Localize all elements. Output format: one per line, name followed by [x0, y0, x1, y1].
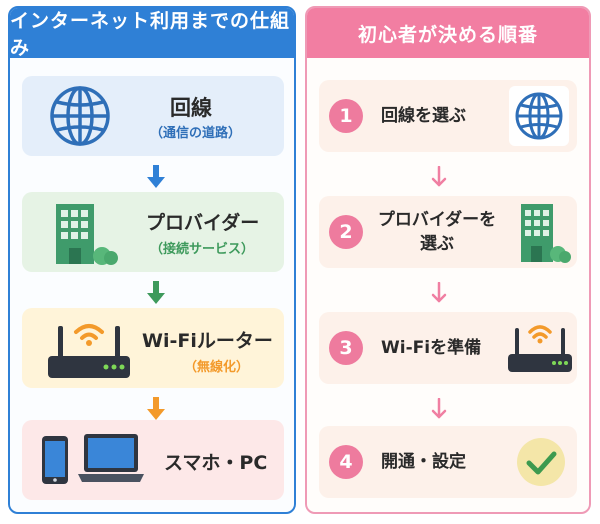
router-icon	[48, 324, 130, 378]
globe-icon	[515, 92, 563, 140]
arrow-down-icon	[431, 398, 447, 419]
internet-mechanism-panel: インターネット利用までの仕組み 回線 （通信の道路）	[8, 6, 296, 514]
card-devices: スマホ・PC	[22, 420, 284, 500]
card-provider: プロバイダー （接続サービス）	[22, 192, 284, 272]
building-icon	[56, 204, 118, 265]
step-title: Wi-Fiを準備	[381, 338, 482, 358]
router-icon	[508, 325, 572, 372]
arrow-down-icon	[147, 397, 165, 420]
card-router: Wi-Fiルーター （無線化）	[22, 308, 284, 388]
beginner-order-panel: 初心者が決める順番 1 回線を選ぶ 2 プ	[305, 6, 591, 514]
card-title: Wi-Fiルーター	[142, 330, 273, 352]
arrow-down-icon	[431, 282, 447, 303]
step-title: 回線を選ぶ	[381, 106, 466, 126]
step-number: 3	[329, 331, 363, 365]
card-title: スマホ・PC	[164, 452, 268, 474]
step-number: 2	[329, 215, 363, 249]
building-icon	[521, 204, 571, 263]
step-1: 1 回線を選ぶ	[319, 80, 577, 152]
card-line: 回線 （通信の道路）	[22, 76, 284, 156]
panel-header-mechanism: インターネット利用までの仕組み	[10, 8, 294, 59]
arrow-down-icon	[147, 165, 165, 188]
step-4: 4 開通・設定	[319, 426, 577, 498]
step-number: 4	[329, 445, 363, 479]
arrow-down-icon	[147, 281, 165, 304]
checkmark-icon	[517, 438, 565, 486]
step-title-line1: プロバイダーを	[377, 210, 497, 230]
card-subtitle: （接続サービス）	[150, 242, 255, 257]
smartphone-icon	[42, 436, 68, 484]
step-title-line2: 選ぶ	[420, 234, 454, 254]
step-3: 3 Wi-Fiを準備	[319, 312, 577, 384]
card-title: 回線	[170, 96, 212, 120]
globe-icon	[50, 86, 110, 146]
arrow-down-icon	[431, 166, 447, 187]
card-subtitle: （無線化）	[184, 360, 250, 375]
step-title: プロバイダーを 選ぶ	[375, 208, 499, 256]
step-title: 開通・設定	[381, 452, 466, 472]
laptop-icon	[78, 434, 144, 482]
panel-header-order: 初心者が決める順番	[307, 8, 589, 58]
step-2: 2 プロバイダーを 選ぶ	[319, 196, 577, 268]
step-number: 1	[329, 99, 363, 133]
step-icon-frame	[509, 86, 569, 146]
card-subtitle: （通信の道路）	[150, 126, 242, 141]
card-title: プロバイダー	[146, 212, 260, 234]
